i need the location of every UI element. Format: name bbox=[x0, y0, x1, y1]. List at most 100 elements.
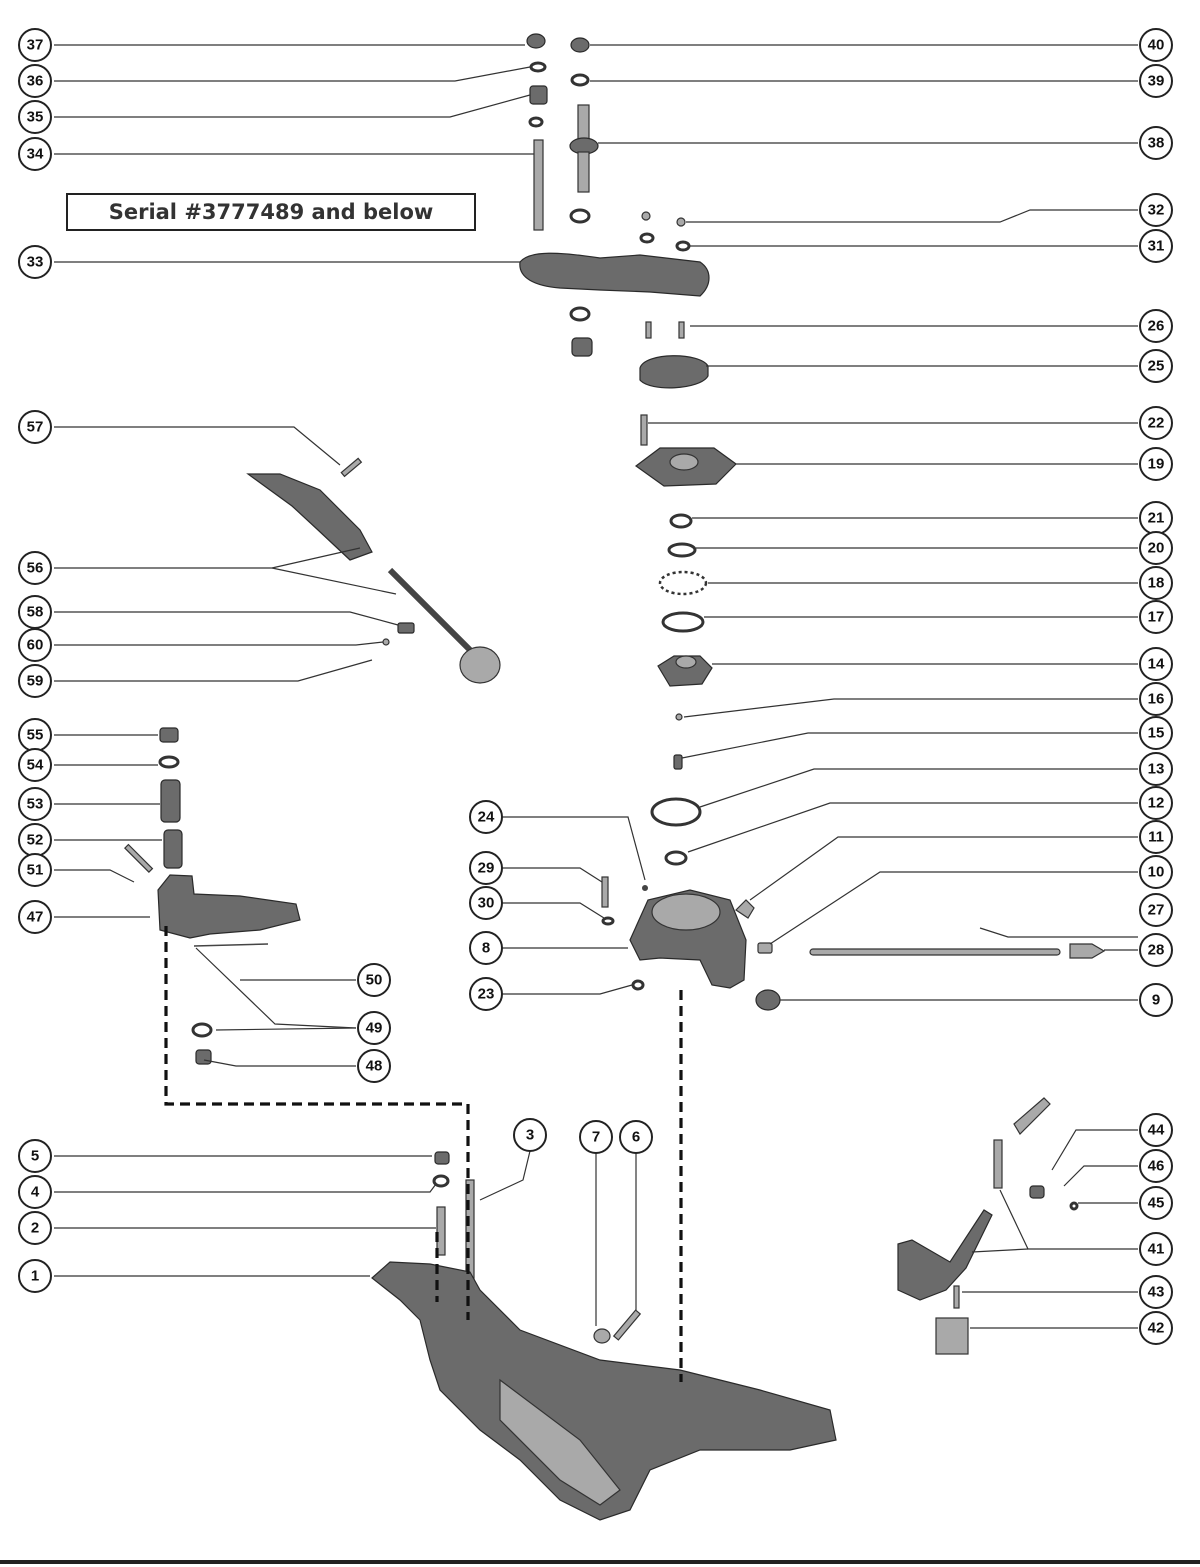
callout-17: 17 bbox=[1139, 600, 1173, 634]
svg-text:9: 9 bbox=[1152, 992, 1160, 1009]
callouts: 37 36 35 34 33 57 56 58 60 59 55 54 53 5… bbox=[18, 28, 1173, 1345]
part-fitting-9 bbox=[755, 989, 781, 1011]
svg-text:35: 35 bbox=[27, 109, 44, 126]
callout-41: 41 bbox=[1139, 1232, 1173, 1266]
callout-26: 26 bbox=[1139, 309, 1173, 343]
part-link-44 bbox=[1013, 1097, 1051, 1135]
callout-57: 57 bbox=[18, 410, 52, 444]
svg-text:28: 28 bbox=[1148, 942, 1165, 959]
callout-12: 12 bbox=[1139, 786, 1173, 820]
callout-35: 35 bbox=[18, 100, 52, 134]
page-bottom-rule bbox=[0, 1560, 1200, 1564]
svg-text:52: 52 bbox=[27, 832, 44, 849]
callout-14: 14 bbox=[1139, 647, 1173, 681]
callout-22: 22 bbox=[1139, 406, 1173, 440]
part-check-16 bbox=[675, 713, 683, 721]
callout-40: 40 bbox=[1139, 28, 1173, 62]
callout-15: 15 bbox=[1139, 716, 1173, 750]
callout-10: 10 bbox=[1139, 855, 1173, 889]
svg-text:25: 25 bbox=[1148, 358, 1165, 375]
callout-43: 43 bbox=[1139, 1275, 1173, 1309]
part-nut-under-arm bbox=[571, 337, 593, 357]
part-pin-43 bbox=[953, 1285, 960, 1309]
callout-34: 34 bbox=[18, 137, 52, 171]
callout-51: 51 bbox=[18, 853, 52, 887]
assembly-path-left bbox=[164, 926, 470, 1320]
svg-text:60: 60 bbox=[27, 637, 44, 654]
callout-2: 2 bbox=[18, 1211, 52, 1245]
part-washer-23 bbox=[631, 979, 645, 991]
part-washer-36 bbox=[529, 61, 547, 73]
part-screw-32b bbox=[676, 217, 686, 227]
svg-text:31: 31 bbox=[1148, 238, 1165, 255]
svg-text:8: 8 bbox=[482, 940, 490, 957]
part-oring-13 bbox=[650, 797, 702, 827]
callout-11: 11 bbox=[1139, 820, 1173, 854]
callout-32: 32 bbox=[1139, 193, 1173, 227]
part-washer-54 bbox=[158, 755, 180, 769]
svg-text:56: 56 bbox=[27, 560, 44, 577]
callout-45: 45 bbox=[1139, 1186, 1173, 1220]
part-washer-60 bbox=[382, 638, 390, 646]
svg-text:49: 49 bbox=[366, 1020, 383, 1037]
leader-lines bbox=[54, 44, 1138, 1329]
part-fitting-10 bbox=[757, 942, 773, 954]
svg-text:45: 45 bbox=[1148, 1195, 1165, 1212]
svg-text:40: 40 bbox=[1148, 37, 1165, 54]
part-washer-12 bbox=[664, 850, 688, 866]
svg-text:43: 43 bbox=[1148, 1284, 1165, 1301]
svg-text:48: 48 bbox=[366, 1058, 383, 1075]
svg-text:12: 12 bbox=[1148, 795, 1165, 812]
callout-5: 5 bbox=[18, 1139, 52, 1173]
svg-text:57: 57 bbox=[27, 419, 44, 436]
callout-39: 39 bbox=[1139, 64, 1173, 98]
svg-text:21: 21 bbox=[1148, 510, 1165, 527]
part-screw-48 bbox=[195, 1049, 212, 1065]
part-lever-56-ball bbox=[459, 646, 501, 684]
callout-37: 37 bbox=[18, 28, 52, 62]
svg-text:4: 4 bbox=[31, 1184, 40, 1201]
part-screw-22 bbox=[640, 414, 648, 446]
part-lever-56-rod bbox=[387, 567, 473, 653]
svg-text:47: 47 bbox=[27, 909, 44, 926]
part-screw-29 bbox=[601, 876, 609, 908]
svg-text:58: 58 bbox=[27, 604, 44, 621]
callout-58: 58 bbox=[18, 595, 52, 629]
svg-text:34: 34 bbox=[27, 146, 44, 163]
callout-16: 16 bbox=[1139, 682, 1173, 716]
part-nut-5 bbox=[434, 1151, 450, 1165]
part-bushing-35 bbox=[529, 85, 548, 105]
part-fitting-28 bbox=[1069, 943, 1106, 959]
svg-text:7: 7 bbox=[592, 1129, 600, 1146]
part-clip-58 bbox=[397, 622, 415, 634]
part-oring-17 bbox=[661, 611, 705, 633]
part-spring-50 bbox=[193, 943, 269, 947]
svg-text:32: 32 bbox=[1148, 202, 1165, 219]
callout-60: 60 bbox=[18, 628, 52, 662]
part-washer-21 bbox=[669, 513, 693, 529]
callout-24: 24 bbox=[469, 800, 503, 834]
callout-30: 30 bbox=[469, 886, 503, 920]
svg-text:14: 14 bbox=[1148, 656, 1165, 673]
svg-text:30: 30 bbox=[478, 895, 495, 912]
part-clip-45 bbox=[1069, 1201, 1079, 1211]
part-washer-stud bbox=[569, 208, 591, 224]
callout-13: 13 bbox=[1139, 752, 1173, 786]
part-washer-small bbox=[528, 116, 544, 128]
part-stud-38-upper bbox=[577, 104, 590, 141]
part-pump-body-8-top bbox=[651, 893, 721, 931]
callout-9: 9 bbox=[1139, 983, 1173, 1017]
part-stud-34 bbox=[533, 139, 544, 231]
part-pin-26a bbox=[645, 321, 652, 339]
callout-27: 27 bbox=[1139, 893, 1173, 927]
callout-25: 25 bbox=[1139, 349, 1173, 383]
part-spacer-53 bbox=[160, 779, 181, 823]
part-fitting-11 bbox=[735, 899, 755, 919]
callout-38: 38 bbox=[1139, 126, 1173, 160]
svg-text:42: 42 bbox=[1148, 1320, 1165, 1337]
part-ball-24 bbox=[642, 885, 648, 891]
part-washer-30 bbox=[601, 916, 615, 926]
svg-text:53: 53 bbox=[27, 796, 44, 813]
svg-text:51: 51 bbox=[27, 862, 44, 879]
